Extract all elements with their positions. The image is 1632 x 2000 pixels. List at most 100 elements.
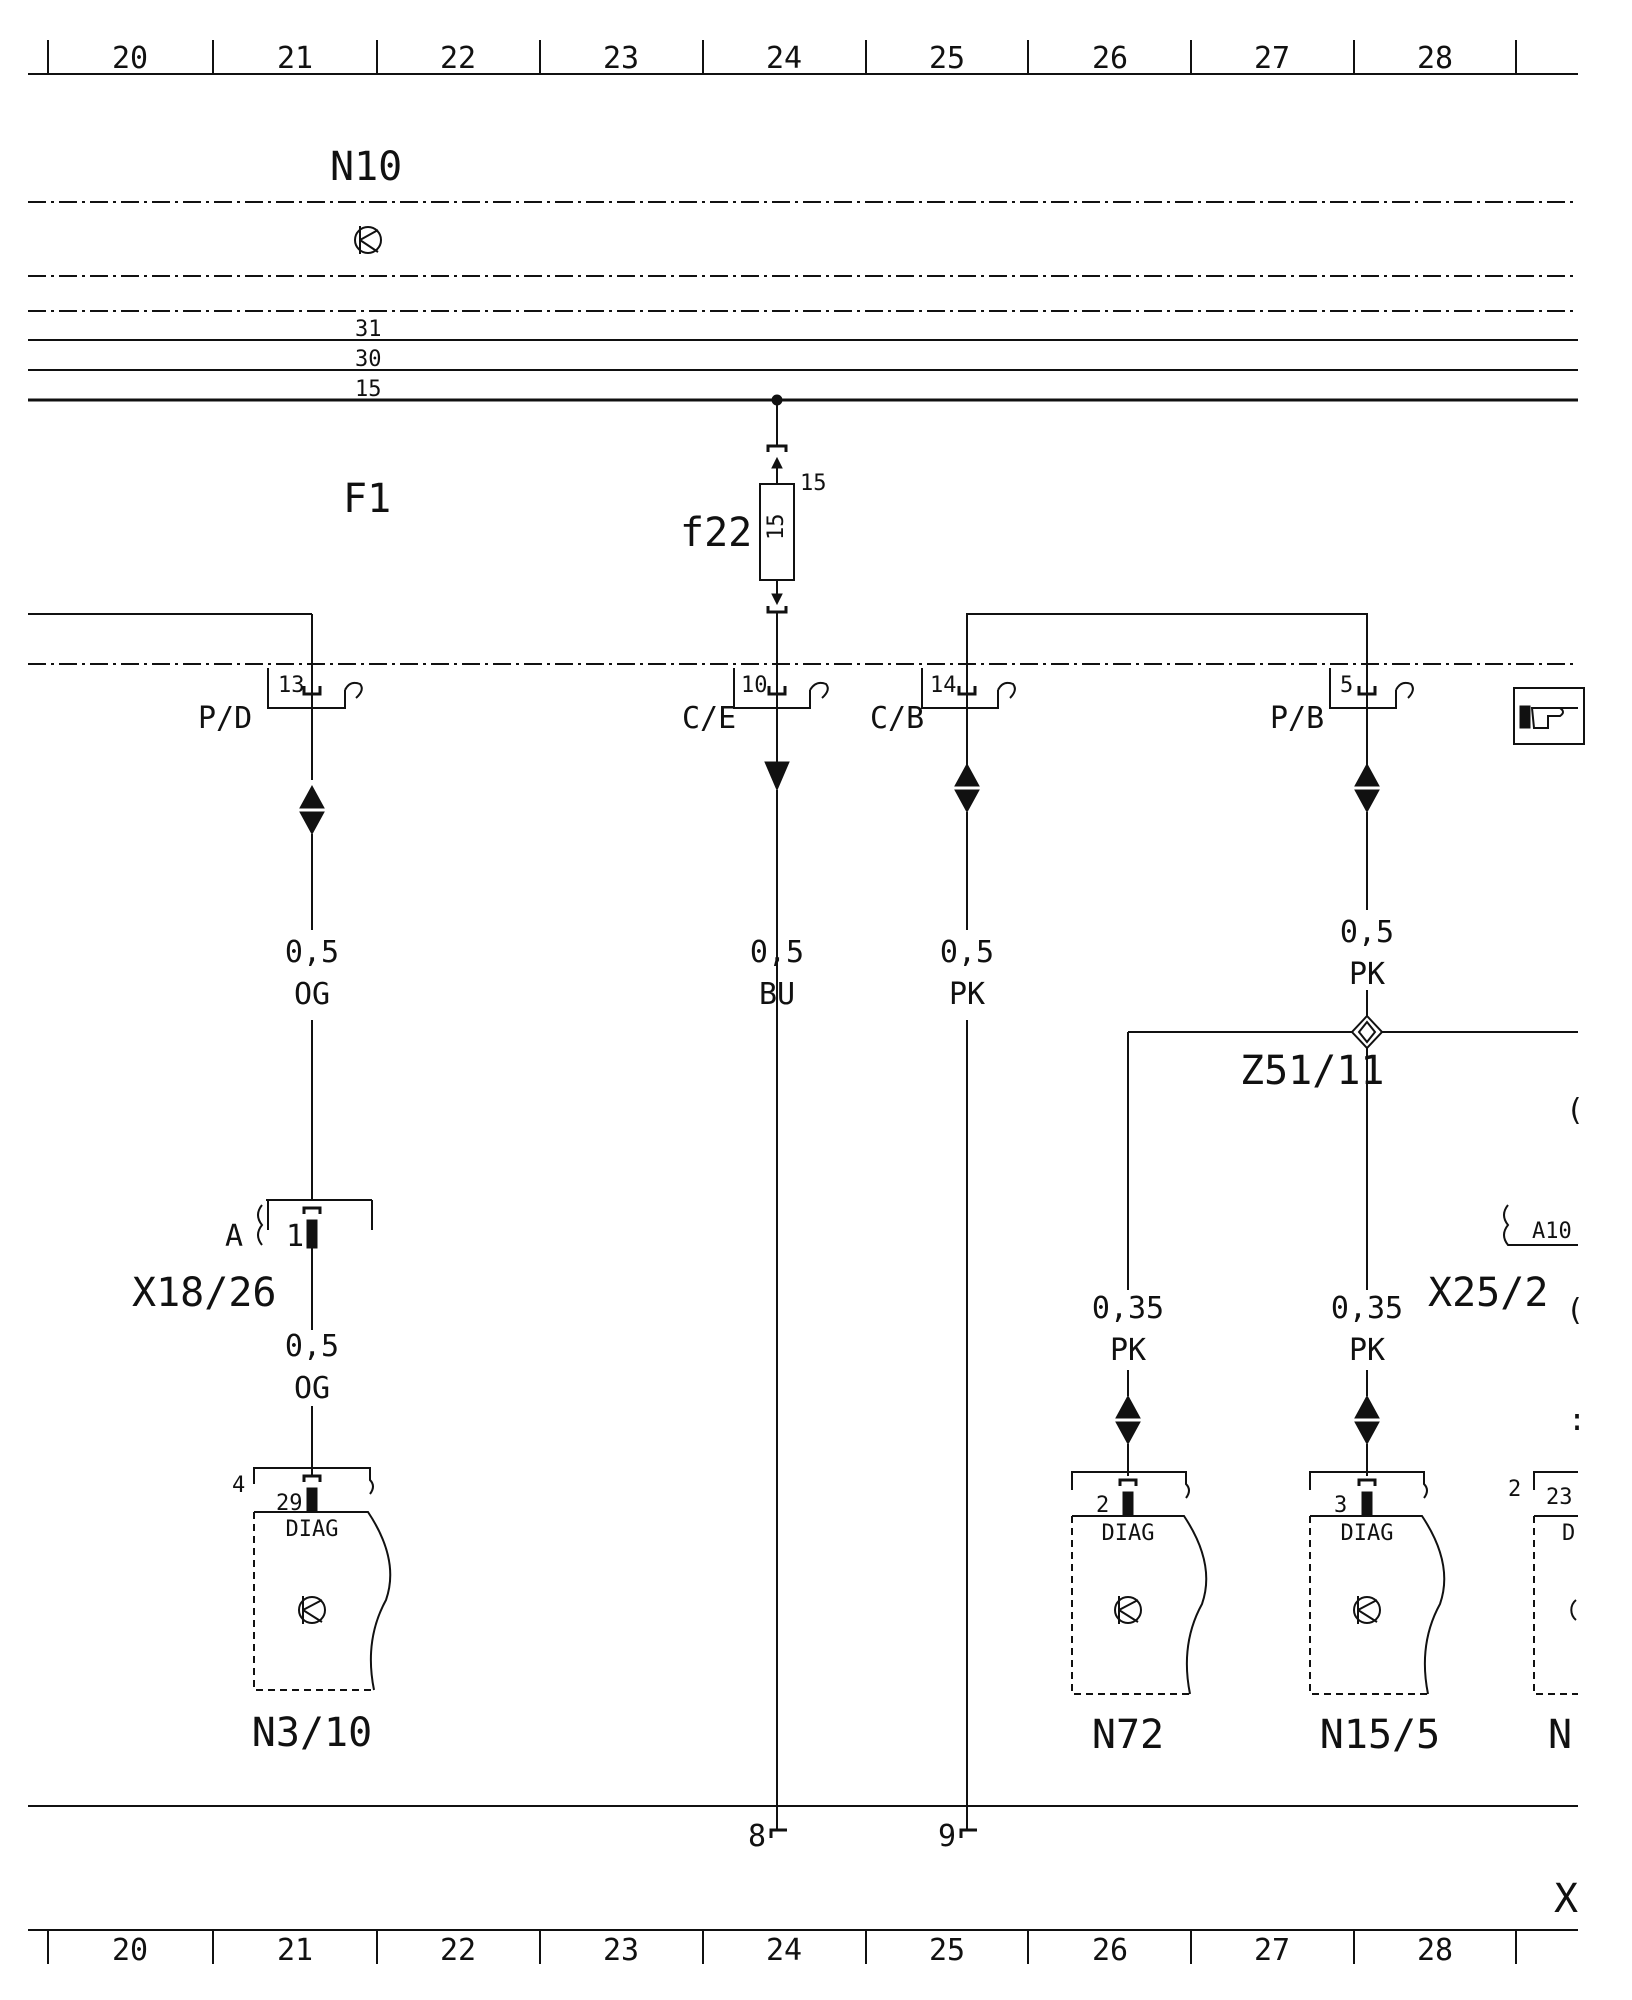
module-pin: 2	[1096, 1493, 1109, 1518]
control-unit-icon	[1114, 1596, 1142, 1624]
ground-point-label: 8	[748, 1819, 766, 1854]
wire-color: PK	[1110, 1333, 1146, 1368]
ground-connector	[959, 1828, 977, 1838]
connector-pin: 1	[286, 1219, 304, 1254]
module-pin: 3	[1334, 1493, 1347, 1518]
bidirectional-arrow-icon	[1115, 1394, 1141, 1446]
connector-label: C/B	[870, 701, 924, 736]
module-tag: D	[1562, 1521, 1575, 1546]
wire-color: OG	[294, 1371, 330, 1406]
module-sheet: 2	[1508, 1477, 1521, 1502]
grid-col-label: 26	[1092, 41, 1128, 76]
grid-col-label: 22	[440, 1933, 476, 1968]
module-tag: DIAG	[1341, 1521, 1394, 1546]
grid-col-label: 26	[1092, 1933, 1128, 1968]
module-sheet: 4	[232, 1473, 245, 1498]
connector-pin: 5	[1340, 673, 1353, 698]
ground-point-label: 9	[938, 1819, 956, 1854]
wire-color: PK	[949, 977, 985, 1012]
module-tag: DIAG	[286, 1517, 339, 1542]
bidirectional-arrow-icon	[299, 784, 325, 836]
control-unit-icon	[1353, 1596, 1381, 1624]
connector-ce: 10 C/E	[682, 668, 829, 762]
grid-col-label: 23	[603, 41, 639, 76]
grid-col-label: 20	[112, 1933, 148, 1968]
grid-col-label: 28	[1417, 41, 1453, 76]
module-name: N72	[1092, 1712, 1164, 1758]
connector-name: X18/26	[132, 1270, 277, 1316]
wire-color: PK	[1349, 957, 1385, 992]
grid-col-label: 28	[1417, 1933, 1453, 1968]
fuse-name: f22	[680, 510, 752, 556]
module-pin: 29	[276, 1491, 303, 1516]
module-n15-5: 3 DIAG	[1309, 1471, 1446, 1695]
bidirectional-arrow-icon	[1354, 762, 1380, 814]
grid-col-label: 21	[277, 41, 313, 76]
connector-label: P/B	[1270, 701, 1324, 736]
grid-col-label: 27	[1254, 1933, 1290, 1968]
connector-pb: 5 P/B	[1270, 668, 1414, 780]
module-n3-10: 4 29 DIAG	[232, 1467, 392, 1691]
clipped-glyph: :	[1568, 1403, 1586, 1438]
bottom-label: X	[1554, 1876, 1578, 1922]
clipped-glyph: (	[1566, 1293, 1584, 1328]
bidirectional-arrow-icon	[1354, 1394, 1380, 1446]
module-n-partial: 2 23 D	[1508, 1471, 1578, 1695]
module-n72: 2 DIAG	[1071, 1471, 1208, 1695]
splice-label: Z51/11	[1240, 1048, 1385, 1094]
bidirectional-arrow-icon	[954, 762, 980, 814]
control-unit-icon	[298, 1596, 326, 1624]
clipped-glyph: (	[1566, 1093, 1584, 1128]
grid-col-label: 25	[929, 41, 965, 76]
splice-icon	[1127, 990, 1578, 1290]
wire-color: OG	[294, 977, 330, 1012]
direction-arrow-icon	[764, 761, 790, 792]
grid-col-label: 24	[766, 41, 802, 76]
grid-col-label: 25	[929, 1933, 965, 1968]
module-name: N3/10	[252, 1710, 372, 1756]
wire-size: 0,35	[1092, 1291, 1164, 1326]
connector-pin: A10	[1532, 1219, 1572, 1244]
pointing-hand-icon	[1513, 687, 1585, 745]
connector-x25-2	[1503, 1204, 1578, 1246]
wire-color: BU	[759, 977, 795, 1012]
grid-col-label: 21	[277, 1933, 313, 1968]
fuse-panel-label: F1	[343, 476, 391, 522]
module-pin: 23	[1546, 1485, 1573, 1510]
wire-size: 0,5	[285, 935, 339, 970]
connector-pd: 13 P/D	[198, 668, 363, 780]
module-tag: DIAG	[1102, 1521, 1155, 1546]
connector-x18-26: A 1	[225, 1199, 373, 1330]
terminal-label-15: 15	[355, 377, 382, 402]
wire-size: 0,5	[750, 935, 804, 970]
connector-label: P/D	[198, 701, 252, 736]
wire-size: 0,5	[1340, 915, 1394, 950]
wire-bridge-cb-pb	[966, 613, 1368, 668]
fuse-rating: 15	[764, 514, 789, 541]
connector-side: A	[225, 1219, 243, 1254]
wire-size: 0,5	[285, 1329, 339, 1364]
wire-color: PK	[1349, 1333, 1385, 1368]
fuse-icon	[759, 394, 795, 668]
grid-col-label: 23	[603, 1933, 639, 1968]
connector-pin: 14	[930, 673, 957, 698]
connector-label: C/E	[682, 701, 736, 736]
module-label-n10: N10	[330, 144, 402, 190]
grid-col-label: 27	[1254, 41, 1290, 76]
grid-ruler-top: 20 21 22 23 24 25 26 27 28	[28, 40, 1578, 76]
wire-size: 0,35	[1331, 1291, 1403, 1326]
connector-name: X25/2	[1428, 1270, 1548, 1316]
terminal-label-31: 31	[355, 317, 382, 342]
grid-col-label: 20	[112, 41, 148, 76]
fuse-pin: 15	[800, 471, 827, 496]
module-name: N15/5	[1320, 1712, 1440, 1758]
ground-connector	[769, 1828, 787, 1838]
terminal-label-30: 30	[355, 347, 382, 372]
grid-col-label: 24	[766, 1933, 802, 1968]
connector-pin: 13	[278, 673, 305, 698]
module-name: N	[1548, 1712, 1572, 1758]
control-unit-icon	[354, 226, 382, 254]
grid-ruler-bottom: 20 21 22 23 24 25 26 27 28	[28, 1929, 1578, 1968]
wire-size: 0,5	[940, 935, 994, 970]
